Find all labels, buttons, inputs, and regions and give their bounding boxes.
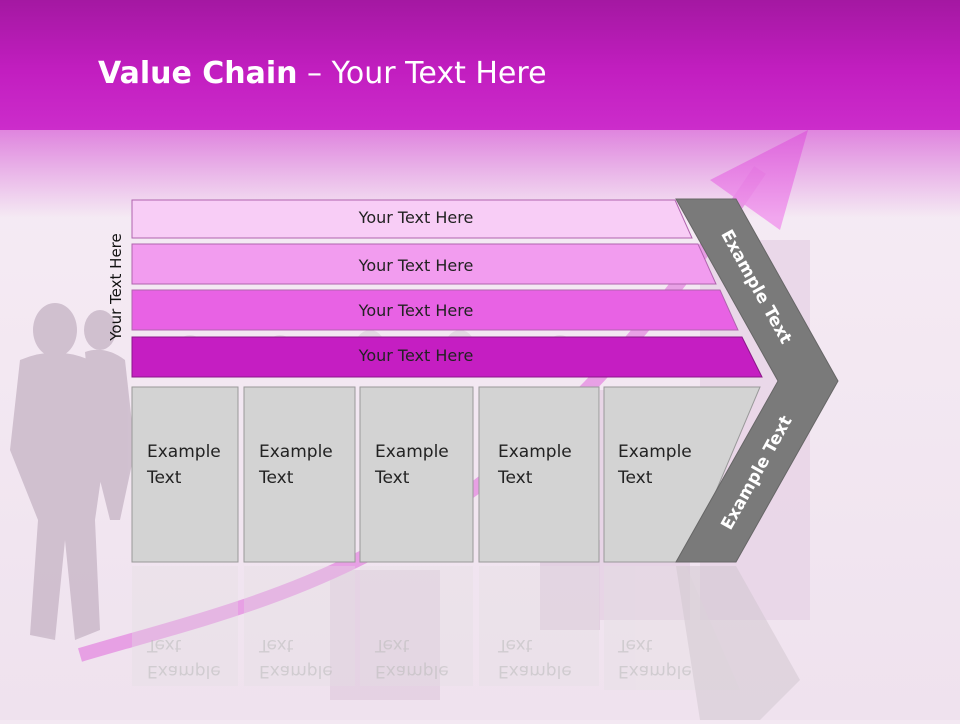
cell-4 <box>478 386 600 563</box>
cell-2-line2: Text <box>259 468 294 488</box>
cell-1-reflection-line1: Example <box>147 661 221 681</box>
cell-5-line2: Text <box>618 468 653 488</box>
cell-2-reflection-line1: Example <box>259 661 333 681</box>
header-bar <box>0 0 960 130</box>
cell-4-reflection-line1: Example <box>498 661 572 681</box>
cell-2-line1: Example <box>259 442 333 462</box>
cell-2 <box>243 386 356 563</box>
cell-5-reflection-line1: Example <box>618 661 692 681</box>
cell-1-line1: Example <box>147 442 221 462</box>
cell-5-reflection: Example Text <box>618 632 692 684</box>
band-4 <box>131 336 763 378</box>
cell-1-reflection: Example Text <box>147 632 221 684</box>
title-bold: Value Chain <box>98 56 298 91</box>
cell-2-reflection: Example Text <box>259 632 333 684</box>
cell-3-line1: Example <box>375 442 449 462</box>
cell-4-reflection-line2: Text <box>498 635 533 655</box>
chevron-arrow <box>675 198 839 563</box>
cell-3-reflection-line2: Text <box>375 635 410 655</box>
band-4-label: Your Text Here <box>358 346 474 365</box>
band-1 <box>131 199 693 239</box>
band-3-label: Your Text Here <box>358 301 474 320</box>
page-title: Value Chain – Your Text Here <box>98 54 547 94</box>
title-rest: – Your Text Here <box>297 56 547 91</box>
cell-1-line2: Text <box>147 468 182 488</box>
cell-2-reflection-line2: Text <box>259 635 294 655</box>
cell-3-reflection: Example Text <box>375 632 449 684</box>
cell-1-reflection-line2: Text <box>147 635 182 655</box>
cell-3-reflection-line1: Example <box>375 661 449 681</box>
cell-4-line2: Text <box>498 468 533 488</box>
band-2 <box>131 243 717 285</box>
band-1-label: Your Text Here <box>358 208 474 227</box>
band-3 <box>131 289 739 331</box>
cell-3 <box>359 386 474 563</box>
cell-5-line1: Example <box>618 442 692 462</box>
cell-4-line1: Example <box>498 442 572 462</box>
chevron-reflection <box>676 566 800 720</box>
band-2-label: Your Text Here <box>358 256 474 275</box>
cell-4-reflection: Example Text <box>498 632 572 684</box>
cell-5-reflection-line2: Text <box>618 635 653 655</box>
cell-1 <box>131 386 239 563</box>
cell-3-line2: Text <box>375 468 410 488</box>
